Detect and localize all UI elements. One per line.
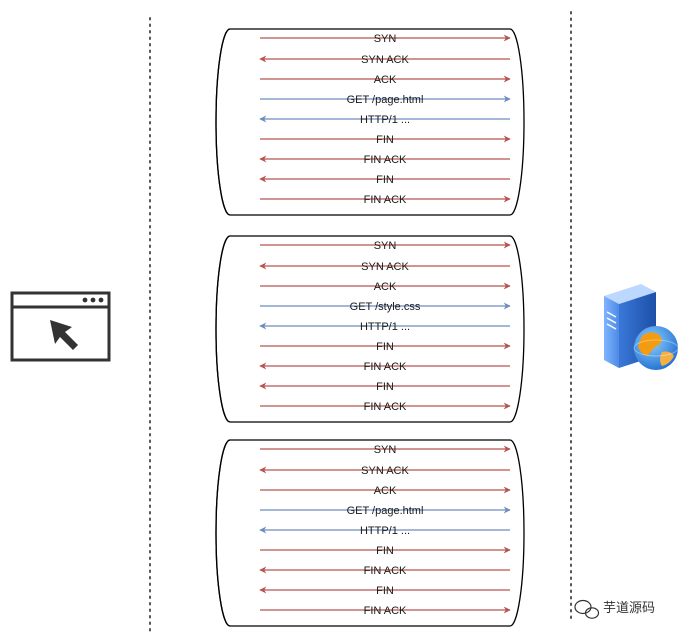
- message-label: HTTP/1 ...: [360, 321, 410, 333]
- message-label: GET /style.css: [350, 301, 421, 313]
- message-label: FIN: [376, 545, 394, 557]
- message-label: FIN ACK: [364, 401, 407, 413]
- message-label: GET /page.html: [347, 505, 424, 517]
- message-label: FIN: [376, 174, 394, 186]
- message-label: ACK: [374, 485, 397, 497]
- message-label: FIN: [376, 585, 394, 597]
- message-label: FIN ACK: [364, 605, 407, 617]
- message-label: FIN ACK: [364, 565, 407, 577]
- message-label: HTTP/1 ...: [360, 525, 410, 537]
- watermark: 芋道源码: [574, 599, 655, 619]
- server-globe-icon: [604, 284, 679, 370]
- message-label: FIN ACK: [364, 361, 407, 373]
- message-label: SYN ACK: [361, 54, 409, 66]
- wechat-icon: [574, 599, 600, 619]
- browser-window-cursor-icon: [10, 291, 111, 362]
- message-label: SYN ACK: [361, 261, 409, 273]
- message-label: SYN: [374, 240, 397, 252]
- message-label: FIN: [376, 381, 394, 393]
- message-label: HTTP/1 ...: [360, 114, 410, 126]
- message-label: ACK: [374, 281, 397, 293]
- connection-cylinder-face: [215, 439, 231, 627]
- connection-cylinder-face: [215, 235, 231, 423]
- message-label: FIN ACK: [364, 154, 407, 166]
- message-label: SYN ACK: [361, 465, 409, 477]
- message-label: GET /page.html: [347, 94, 424, 106]
- watermark-text: 芋道源码: [603, 601, 655, 616]
- message-label: SYN: [374, 444, 397, 456]
- message-label: ACK: [374, 74, 397, 86]
- message-label: SYN: [374, 33, 397, 45]
- connection-cylinder-face: [215, 28, 231, 216]
- message-label: FIN: [376, 341, 394, 353]
- message-label: FIN: [376, 134, 394, 146]
- message-label: FIN ACK: [364, 194, 407, 206]
